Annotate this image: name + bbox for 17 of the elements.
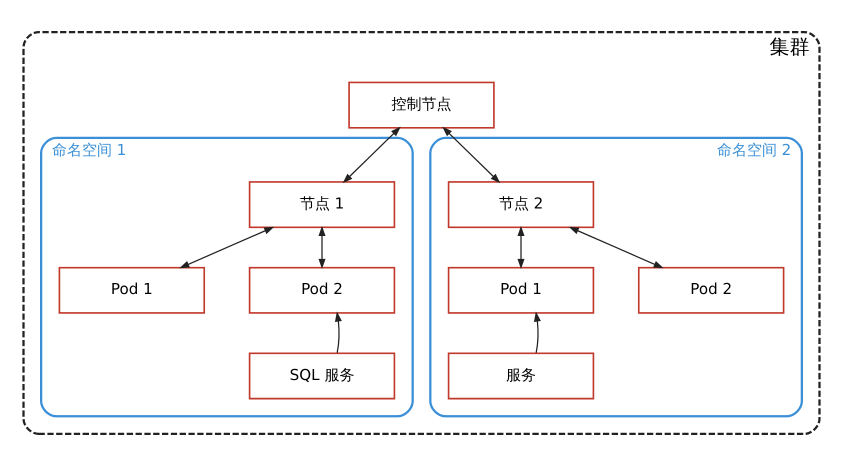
arrow (517, 226, 525, 269)
arrow (568, 226, 664, 268)
arrow (334, 312, 342, 353)
arrow (442, 126, 500, 184)
node-box: SQL 服务 (248, 352, 396, 400)
node-box: Pod 1 (448, 266, 594, 314)
node-box: Pod 1 (58, 266, 206, 314)
node-box: 控制节点 (348, 82, 495, 129)
node-box: 服务 (448, 352, 594, 400)
node-box: Pod 2 (638, 266, 784, 314)
arrow (179, 226, 274, 268)
arrow (534, 312, 541, 353)
node-box: 节点 2 (448, 181, 594, 228)
node-box: 节点 1 (248, 181, 396, 228)
arrow (342, 126, 401, 184)
node-box: Pod 2 (248, 266, 396, 314)
arrow (318, 226, 326, 269)
